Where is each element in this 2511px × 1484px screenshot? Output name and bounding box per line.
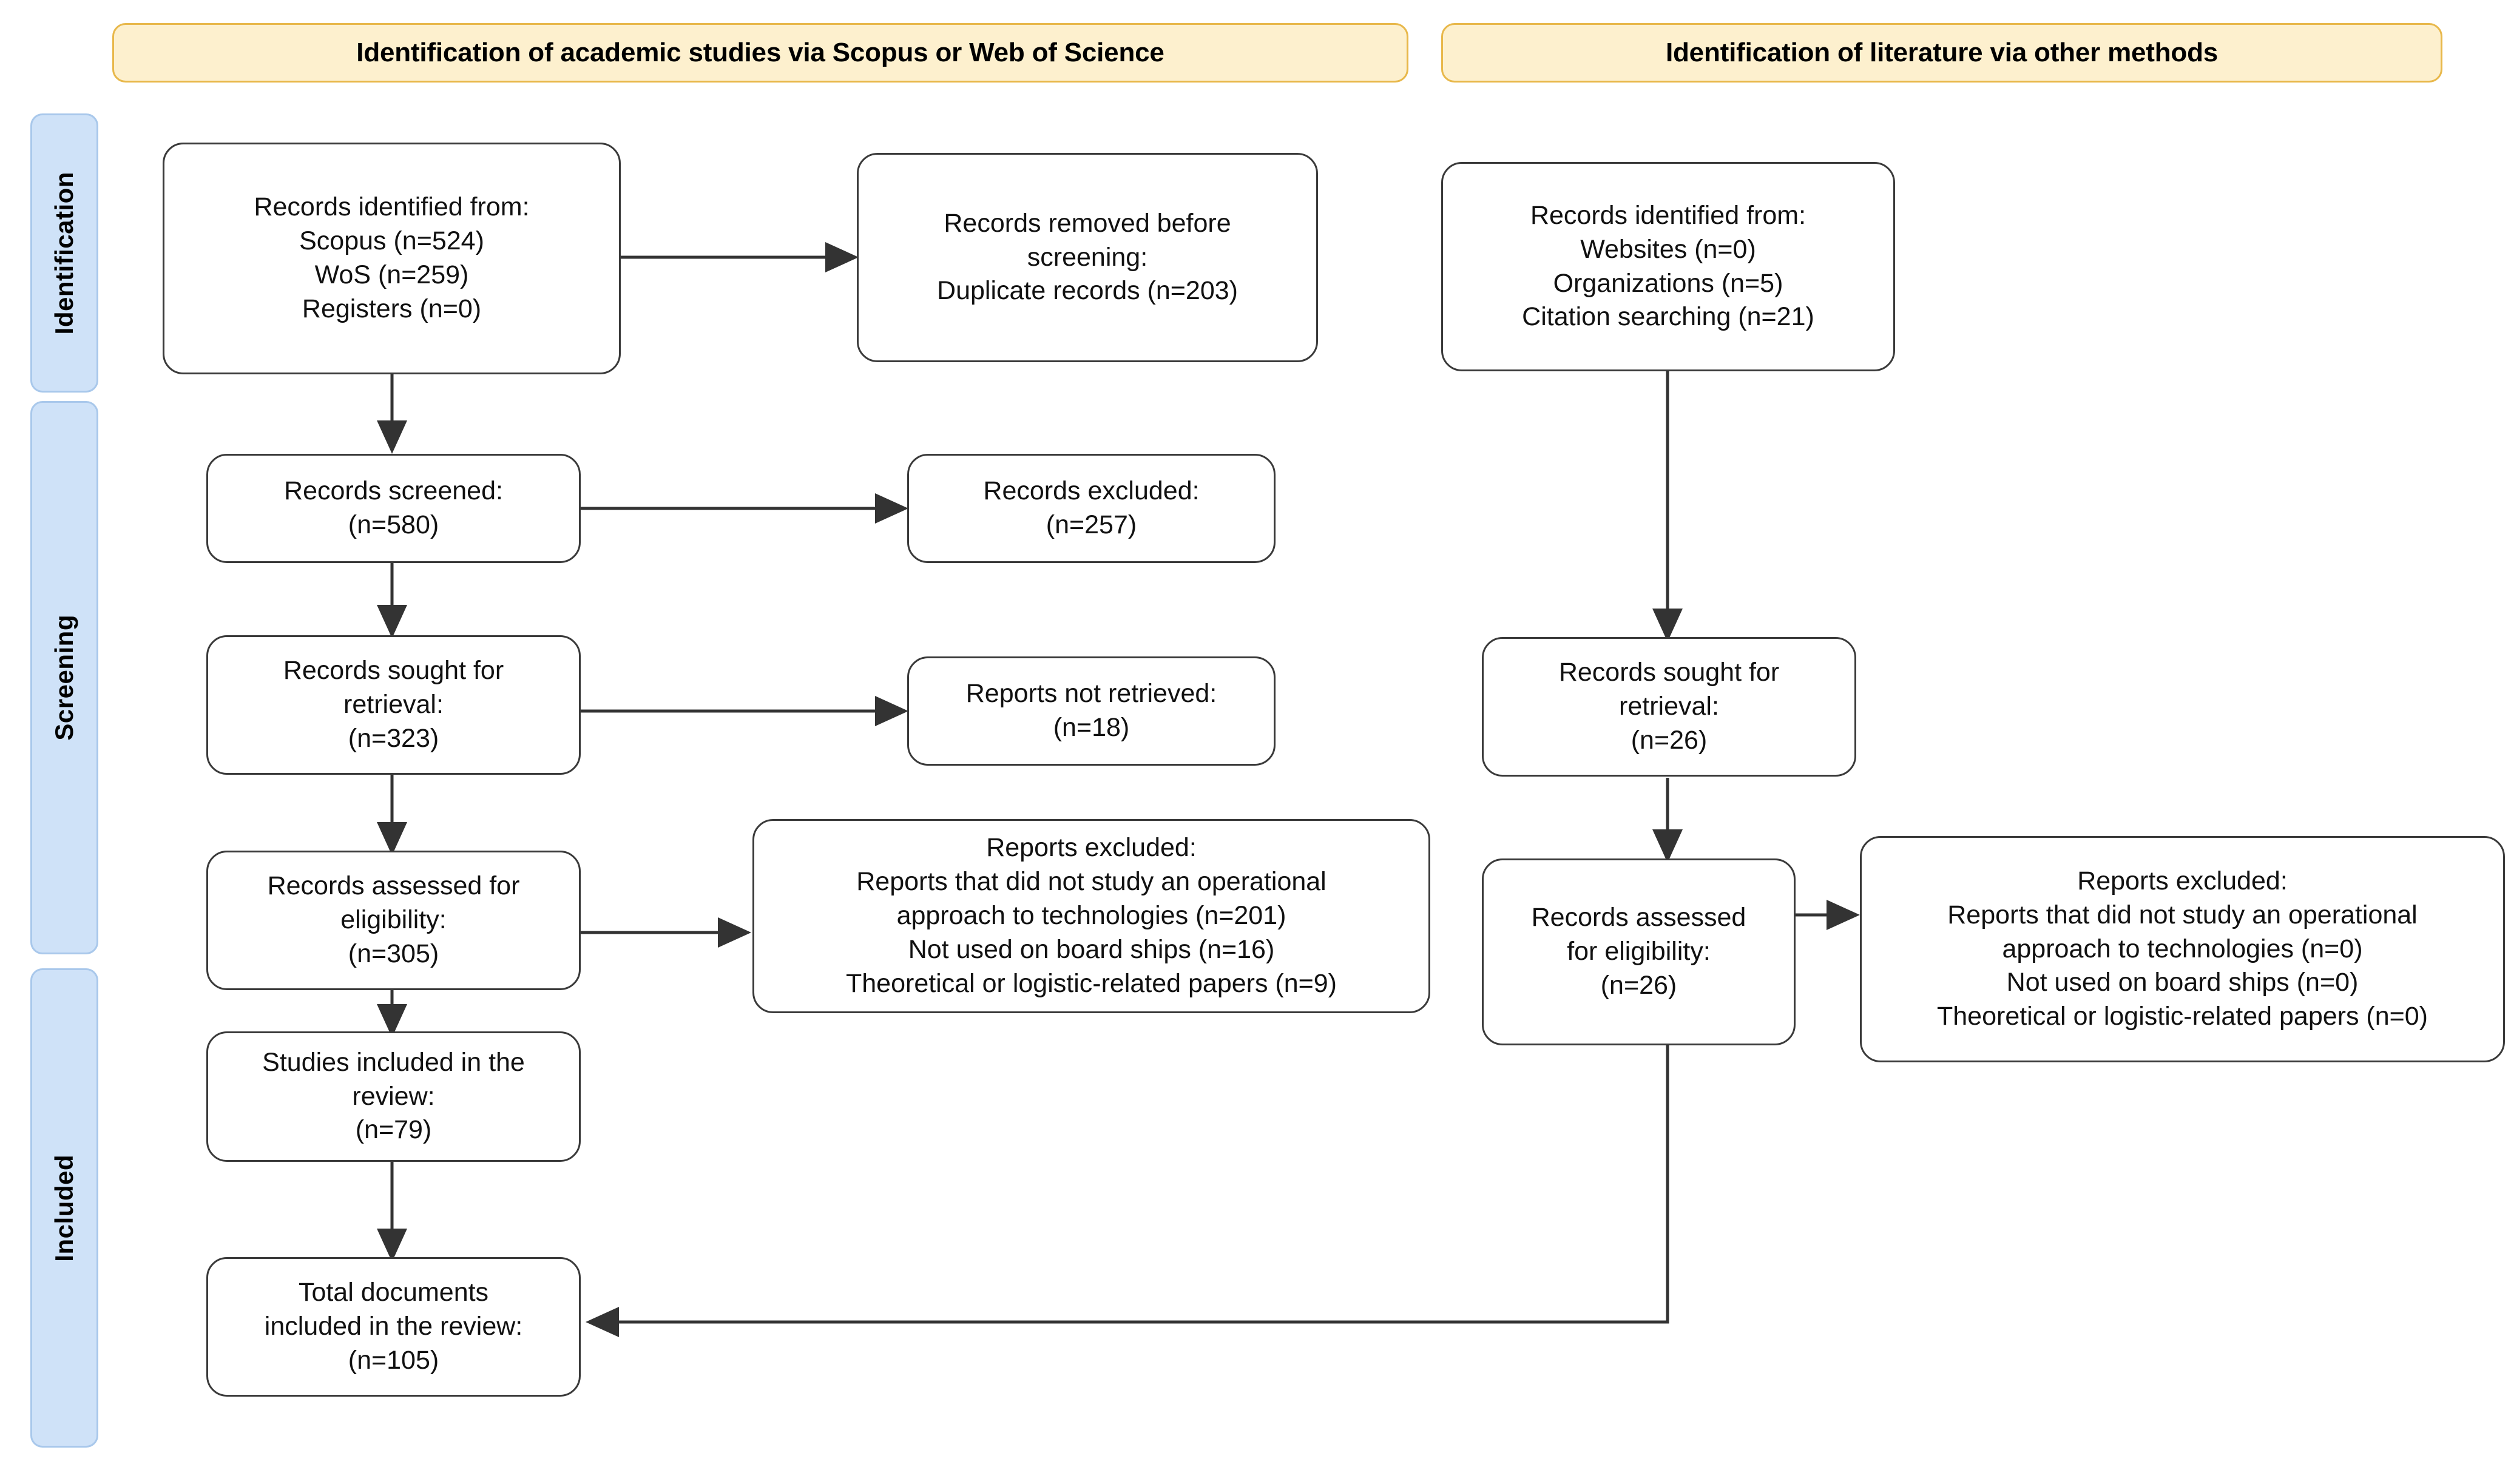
box-records-sought-for-retrieval-text: Records sought for retrieval: (n=323): [283, 656, 504, 753]
box-records-removed-before-screening-text: Records removed before screening: Duplic…: [937, 208, 1238, 306]
box-reports-excluded-other-methods: Reports excluded: Reports that did not s…: [1860, 836, 2505, 1062]
box-reports-excluded-academic-text: Reports excluded: Reports that did not s…: [845, 833, 1337, 998]
connector-right-assessed-to-total: [586, 1045, 1669, 1337]
box-records-excluded: Records excluded: (n=257): [907, 454, 1276, 563]
box-reports-excluded-academic: Reports excluded: Reports that did not s…: [752, 819, 1430, 1013]
box-records-excluded-text: Records excluded: (n=257): [983, 476, 1200, 539]
box-reports-excluded-other-methods-text: Reports excluded: Reports that did not s…: [1936, 866, 2428, 1031]
stage-bar-included-label: Included: [50, 1154, 78, 1262]
box-studies-included-in-review: Studies included in the review: (n=79): [206, 1031, 581, 1162]
header-banner-other-methods: Identification of literature via other m…: [1441, 23, 2442, 83]
box-right-records-sought-for-retrieval: Records sought for retrieval: (n=26): [1482, 637, 1856, 777]
box-records-identified-academic-text: Records identified from: Scopus (n=524) …: [254, 192, 530, 323]
box-right-records-assessed-for-eligibility: Records assessed for eligibility: (n=26): [1482, 858, 1796, 1045]
box-studies-included-in-review-text: Studies included in the review: (n=79): [262, 1047, 525, 1145]
stage-bar-identification-label: Identification: [50, 171, 78, 335]
header-banner-academic: Identification of academic studies via S…: [112, 23, 1408, 83]
box-total-documents-included-text: Total documents included in the review: …: [264, 1278, 523, 1375]
box-records-sought-for-retrieval: Records sought for retrieval: (n=323): [206, 635, 581, 775]
box-reports-not-retrieved-text: Reports not retrieved: (n=18): [965, 679, 1217, 742]
stage-bar-screening: Screening: [30, 401, 98, 954]
box-records-screened-text: Records screened: (n=580): [284, 476, 503, 539]
box-records-identified-academic: Records identified from: Scopus (n=524) …: [163, 143, 621, 374]
box-right-records-sought-for-retrieval-text: Records sought for retrieval: (n=26): [1558, 658, 1780, 755]
header-banner-other-methods-label: Identification of literature via other m…: [1665, 38, 2219, 67]
stage-bar-screening-label: Screening: [50, 615, 78, 741]
box-records-identified-other-methods-text: Records identified from: Websites (n=0) …: [1522, 200, 1814, 332]
box-reports-not-retrieved: Reports not retrieved: (n=18): [907, 656, 1276, 766]
box-records-assessed-for-eligibility: Records assessed for eligibility: (n=305…: [206, 851, 581, 990]
box-right-records-assessed-for-eligibility-text: Records assessed for eligibility: (n=26): [1531, 903, 1746, 1000]
box-total-documents-included: Total documents included in the review: …: [206, 1257, 581, 1397]
stage-bar-included: Included: [30, 968, 98, 1448]
box-records-screened: Records screened: (n=580): [206, 454, 581, 563]
box-records-identified-other-methods: Records identified from: Websites (n=0) …: [1441, 162, 1895, 371]
box-records-removed-before-screening: Records removed before screening: Duplic…: [857, 153, 1318, 362]
stage-bar-identification: Identification: [30, 113, 98, 393]
box-records-assessed-for-eligibility-text: Records assessed for eligibility: (n=305…: [267, 871, 520, 968]
header-banner-academic-label: Identification of academic studies via S…: [356, 38, 1164, 67]
